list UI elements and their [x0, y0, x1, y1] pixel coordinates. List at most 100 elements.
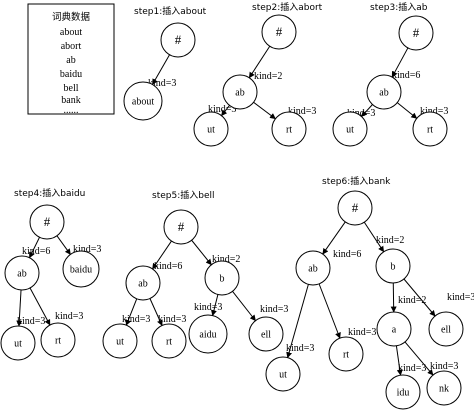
node-label-ab: ab [17, 268, 26, 279]
node-circle-ab [366, 74, 402, 110]
edge-kind-label: kind=3 [260, 304, 288, 315]
step-1-label: step1:插入about [134, 5, 207, 17]
node-circle-idu [385, 374, 421, 410]
node-label-ut: ut [207, 124, 215, 135]
node-label-ell: ell [441, 324, 451, 335]
edge-root-b [191, 239, 212, 266]
node-label-ut: ut [279, 369, 287, 380]
dictionary-frame [27, 3, 115, 115]
dictionary-word: ab [66, 55, 75, 66]
node-label-root: # [352, 200, 359, 215]
edge-kind-label: kind=3 [347, 108, 375, 119]
edge-kind-label: kind=3 [208, 104, 236, 115]
node-circle-root [29, 204, 65, 240]
node-label-a: a [392, 324, 397, 335]
node-label-root: # [175, 32, 182, 47]
node-circle-ut [265, 356, 301, 392]
node-circle-ut [0, 325, 36, 361]
node-label-rt: rt [55, 335, 61, 346]
node-label-ell: ell [261, 329, 271, 340]
node-label-ab: ab [138, 278, 147, 289]
node-circle-aidu [188, 314, 228, 354]
dictionary-word: baidu [60, 69, 82, 80]
edge-kind-label: kind=3 [73, 244, 101, 255]
edge-root-ab [152, 240, 172, 270]
node-label-b: b [220, 273, 225, 284]
node-circle-about [123, 81, 163, 121]
edge-root-ab [322, 221, 346, 255]
node-circle-root [398, 15, 434, 51]
step-2-label: step2:插入abort [252, 1, 323, 13]
edge-root-baidu [56, 235, 71, 255]
node-label-ab: ab [379, 87, 388, 98]
edge-ab-ut [221, 105, 230, 117]
edge-kind-label: kind=6 [22, 246, 50, 257]
edge-root-ab [29, 237, 40, 259]
edge-kind-label: kind=2 [398, 295, 426, 306]
edge-b-ell [403, 278, 436, 317]
edge-ab-ut [286, 284, 309, 359]
edge-ab-ut [361, 104, 373, 117]
step-3-label: step3:插入ab [370, 1, 428, 13]
node-label-root: # [178, 219, 185, 234]
edge-root-b [363, 221, 385, 253]
node-label-ut: ut [346, 124, 354, 135]
node-label-root: # [413, 25, 420, 40]
node-circle-ell [428, 311, 464, 347]
node-label-baidu: baidu [70, 264, 92, 275]
node-circle-root [163, 209, 199, 245]
edge-kind-label: kind=2 [376, 235, 404, 246]
node-circle-ell [248, 316, 284, 352]
dictionary-word: bank [61, 95, 80, 106]
edge-kind-label: kind=3 [348, 327, 376, 338]
node-circle-rt [151, 323, 187, 359]
edge-kind-label: kind=6 [333, 249, 361, 260]
edge-ab-rt [253, 101, 276, 120]
edge-ab-rt [149, 298, 163, 327]
node-label-nk: nk [439, 383, 449, 394]
edge-ab-ut [125, 298, 138, 326]
edge-kind-label: kind=3 [158, 314, 186, 325]
node-label-rt: rt [286, 124, 292, 135]
edge-kind-label: kind=3 [288, 106, 316, 117]
node-circle-ab [125, 265, 161, 301]
node-label-ut: ut [116, 336, 124, 347]
node-circle-a [376, 311, 412, 347]
step-4-label: step4:插入baidu [14, 187, 85, 199]
node-label-ut: ut [14, 338, 22, 349]
node-circle-ab [222, 74, 258, 110]
dictionary-box: 词典数据 about abort ab baidu bell bank ....… [27, 3, 115, 116]
edge-kind-label: kind=3 [420, 106, 448, 117]
edge-root-about [152, 54, 170, 86]
edge-ab-rt [29, 287, 51, 326]
node-circle-rt [271, 111, 307, 147]
node-circle-ab [4, 255, 40, 291]
edge-kind-label: kind=6 [154, 261, 182, 272]
edge-kind-label: kind=2 [212, 254, 240, 265]
node-label-root: # [44, 214, 51, 229]
step-5-label: step5:插入bell [152, 189, 214, 201]
node-circle-ab [295, 250, 331, 286]
node-label-about: about [132, 96, 154, 107]
dictionary-word: bell [64, 83, 79, 94]
node-label-rt: rt [427, 124, 433, 135]
edge-a-idu [395, 345, 403, 376]
node-circle-b [375, 248, 411, 284]
node-circle-root [261, 14, 297, 50]
node-circle-rt [412, 111, 448, 147]
edge-b-ell [232, 291, 256, 322]
edge-kind-label: kind=3 [194, 302, 222, 313]
node-label-root: # [276, 24, 283, 39]
node-label-aidu: aidu [199, 329, 216, 340]
node-circle-root [337, 190, 373, 226]
edge-ab-rt [318, 283, 341, 339]
node-label-rt: rt [166, 336, 172, 347]
node-label-ab: ab [235, 87, 244, 98]
dictionary-word: abort [61, 41, 82, 52]
